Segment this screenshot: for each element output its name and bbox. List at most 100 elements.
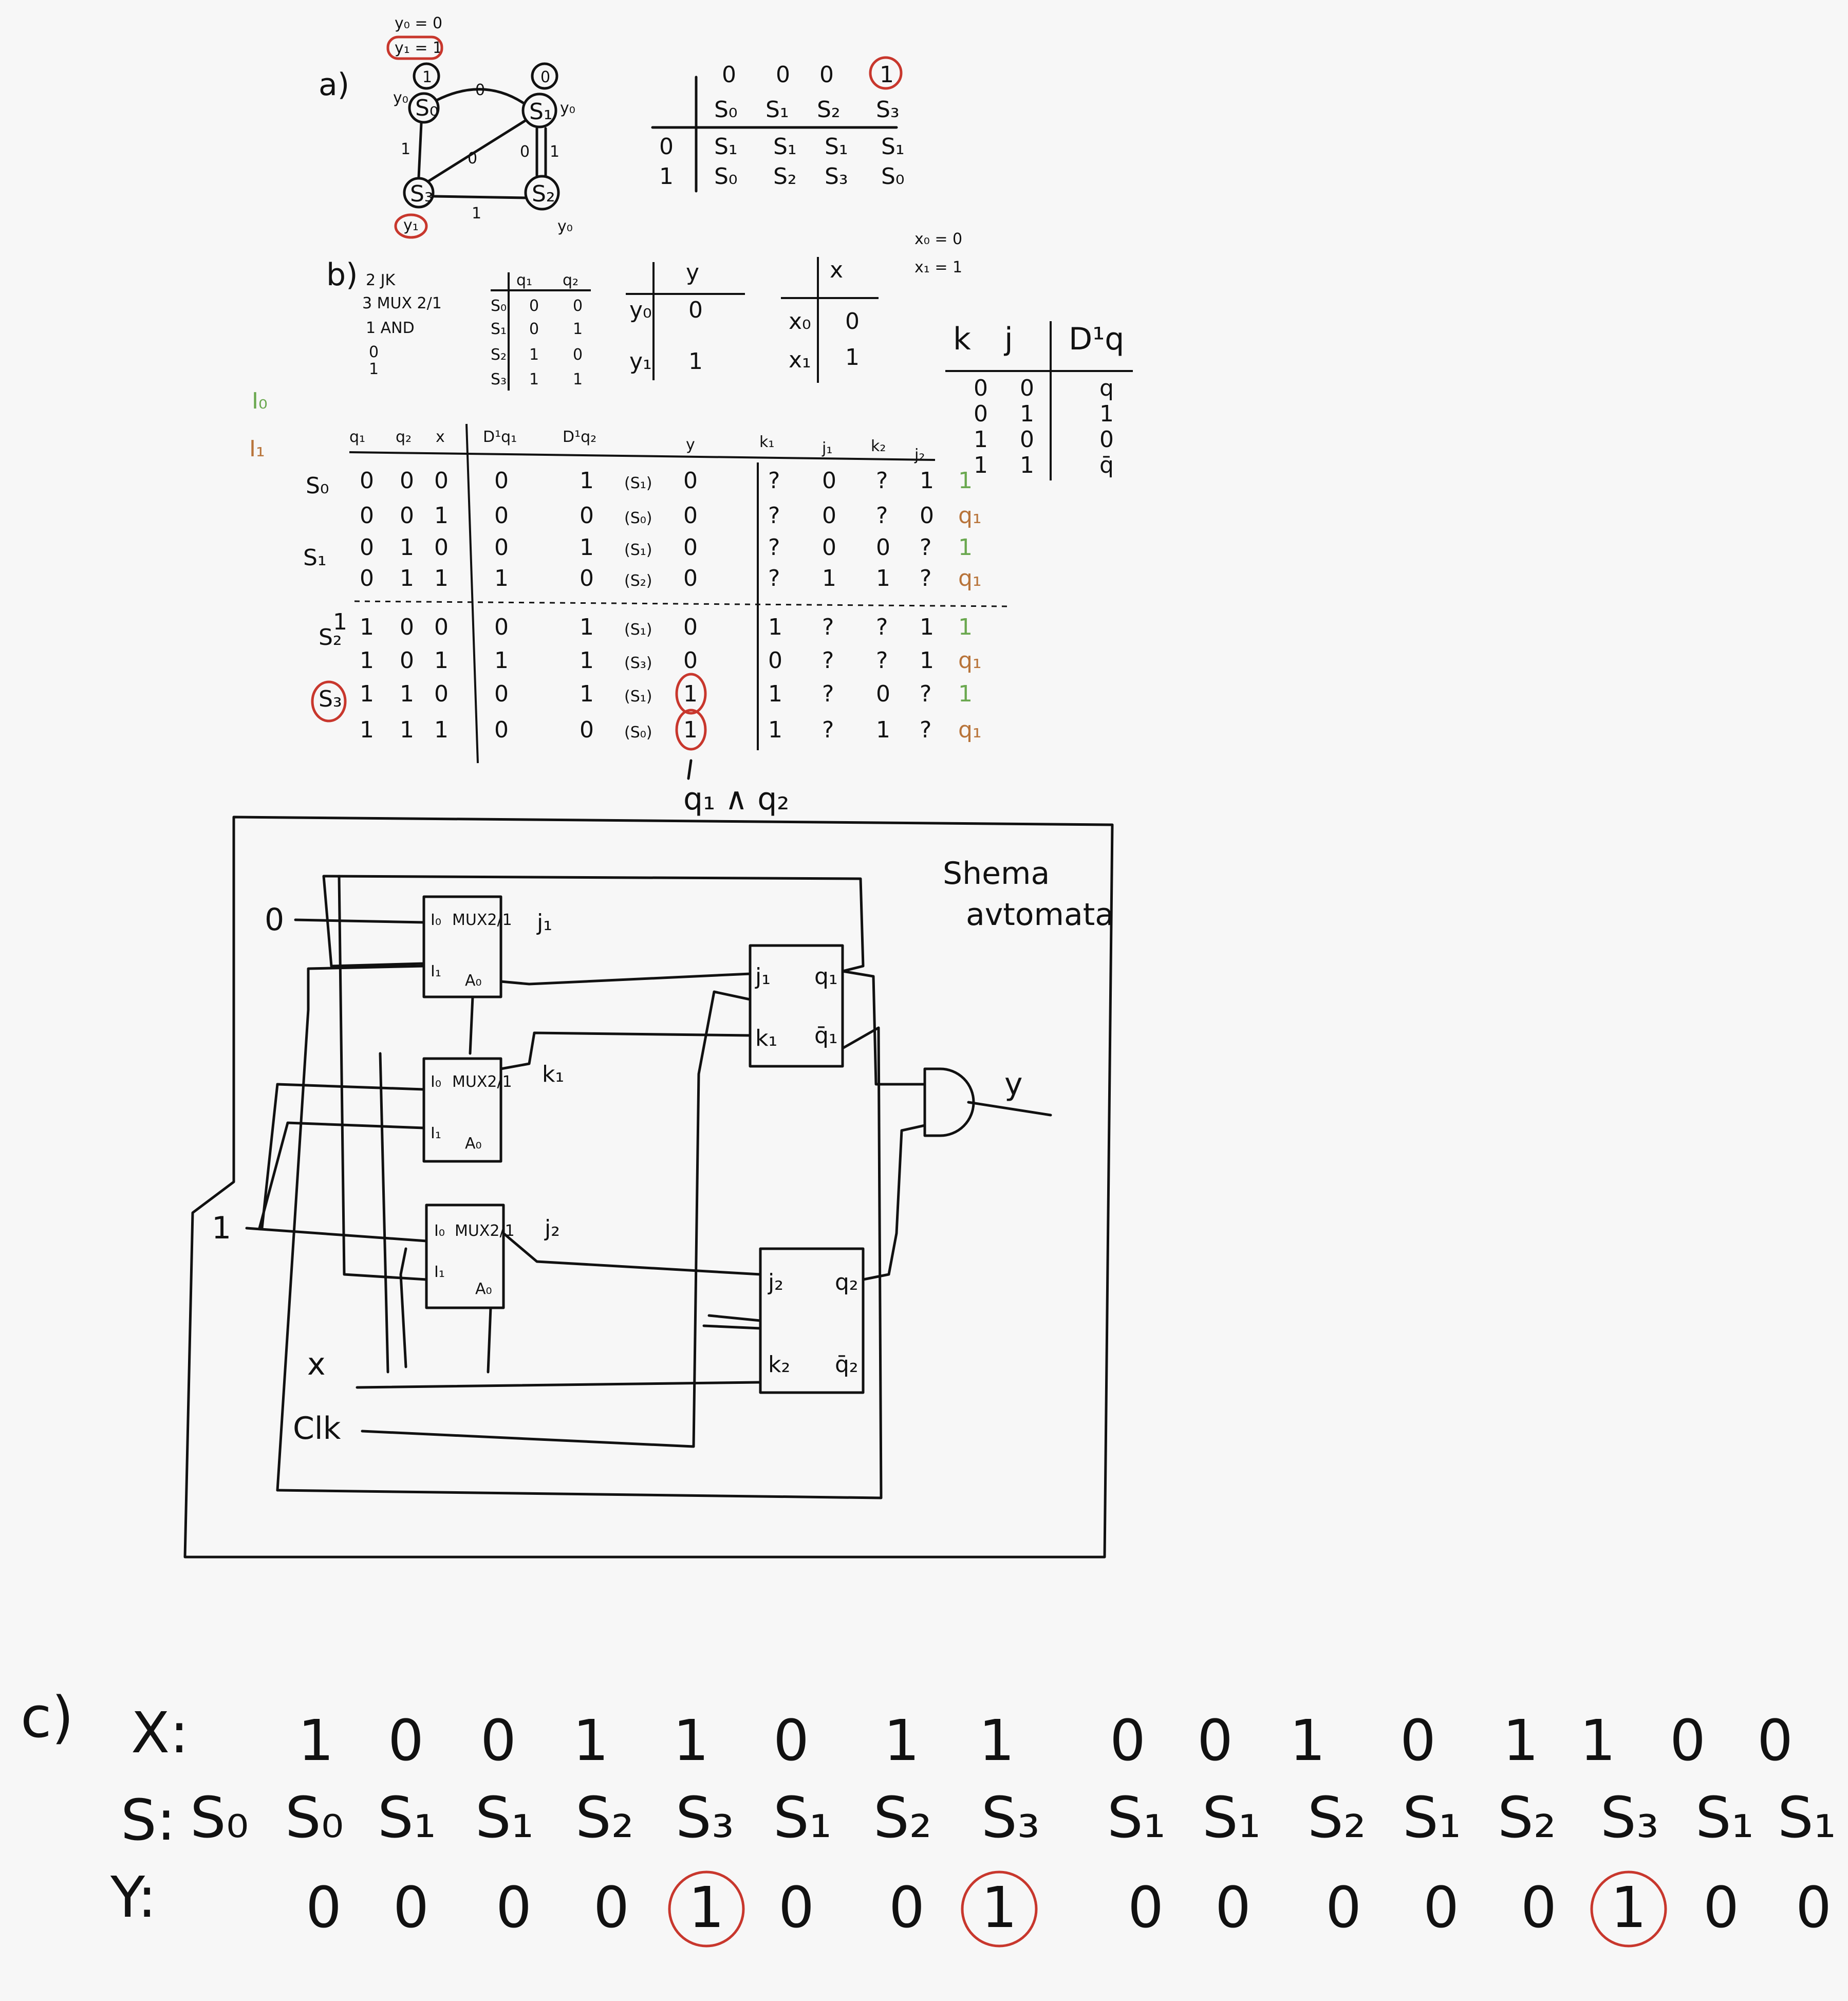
tt-row-q2: 0 (400, 647, 414, 674)
s-seq-item: S₂ (1308, 1785, 1366, 1850)
mux3-sel: A₀ (475, 1280, 492, 1298)
tt-row-q2: 1 (400, 681, 414, 707)
s-seq-item: S₁ (1107, 1785, 1166, 1850)
tt-row-y: 0 (683, 534, 698, 561)
state-s1-label: S₁ (529, 99, 553, 125)
x-seq-item: 0 (1400, 1708, 1436, 1773)
mux3-box (425, 1203, 505, 1309)
state-code-s3-q1: 1 (529, 370, 539, 388)
tt-row-q2: 1 (400, 565, 414, 591)
output-note-highlight (386, 35, 443, 60)
tt-header-x: x (436, 428, 445, 446)
edge-s2-s3-label: 1 (472, 205, 481, 223)
state-code-s3-q2: 1 (573, 370, 583, 388)
edge-s0-s1-label: 0 (475, 81, 485, 99)
tt-row-k1: ? (768, 468, 780, 494)
tt-row-note: q₁ (958, 503, 982, 529)
table-row0-input: 0 (659, 134, 674, 160)
y-seq-highlight (1590, 1870, 1667, 1948)
legend-i0: I₀ (252, 388, 268, 414)
table-output-s0: 0 (722, 62, 736, 88)
circuit-title-line2: avtomata (966, 897, 1114, 933)
jk-row1-d: 1 (1099, 401, 1114, 427)
mux2-sel: A₀ (465, 1135, 482, 1153)
state-s3-output-highlight (394, 213, 428, 239)
tt-row-k2: ? (876, 503, 888, 529)
y-code-y1-value: 1 (688, 348, 703, 375)
jk-header-dq: D¹q (1069, 321, 1124, 357)
tt-row-x: 1 (434, 503, 449, 529)
tt-row-q2: 1 (400, 534, 414, 561)
tt-header-dq1: D¹q₁ (483, 428, 517, 446)
tt-row-j1: ? (822, 681, 834, 707)
tt-row-x: 0 (434, 681, 449, 707)
state-encoding-table: q₁ q₂ S₀ 0 0 S₁ 0 1 S₂ 1 0 S₃ 1 1 (491, 271, 591, 391)
x-seq-item: 1 (298, 1708, 334, 1773)
tt-row-next-state: (S₁) (624, 621, 652, 639)
x-seq-item: 0 (388, 1708, 424, 1773)
x-seq-item: 0 (773, 1708, 809, 1773)
tt-row-note: 1 (958, 614, 973, 640)
tt-row-next-state: (S₀) (624, 724, 652, 742)
state-code-s0-q1: 0 (529, 297, 539, 315)
tt-row-next-state: (S₁) (624, 688, 652, 706)
x-code-x1-value: 1 (845, 344, 860, 370)
table-row1-s0: S₀ (714, 163, 738, 190)
tt-header-j1: j₁ (822, 439, 832, 457)
edge-s0-s1 (435, 88, 525, 104)
table-row1-s3: S₀ (881, 163, 905, 190)
table-row1-s1: S₂ (773, 163, 797, 190)
s0-self-loop-label: 1 (422, 68, 432, 86)
tt-row-y-highlight (675, 673, 707, 715)
tt-row-x: 1 (434, 717, 449, 743)
tt-k1-side-0: 1 (333, 609, 347, 635)
state-code-header-q2: q₂ (563, 271, 578, 289)
edge-s3-s0 (417, 122, 423, 179)
y-row-label: Y: (110, 1864, 157, 1930)
mux3-out-label: j₂ (544, 1215, 560, 1242)
mux1-box (422, 895, 502, 998)
y-seq-item: 0 (1796, 1875, 1832, 1940)
circuit-frame (183, 816, 1114, 1559)
jk-row0-j: 0 (1020, 375, 1034, 401)
x-seq-item: 1 (1290, 1708, 1326, 1773)
tt-row-j2: ? (920, 534, 931, 561)
s-seq-item: S₂ (1498, 1785, 1556, 1850)
state-s1-output: y₀ (560, 99, 575, 117)
tt-row-y-highlight (675, 709, 707, 751)
tt-row-d2: 0 (580, 717, 594, 743)
y-code-y0-value: 0 (688, 297, 703, 323)
state-s3-label: S₃ (410, 181, 434, 207)
jk-flipflop-1 (749, 944, 844, 1068)
y-seq-item: 0 (1521, 1875, 1557, 1940)
tt-row-j1: 0 (822, 503, 836, 529)
table-output-s1: 0 (776, 62, 790, 88)
jk-row1-k: 0 (974, 401, 988, 427)
tt-row-q1: 0 (360, 565, 374, 591)
edge-s1-s2-label: 1 (550, 143, 559, 161)
tt-row-j2: 1 (920, 647, 934, 674)
state-code-header-q1: q₁ (516, 271, 532, 289)
jk-row0-k: 0 (974, 375, 988, 401)
x-seq-item: 1 (884, 1708, 920, 1773)
s-seq-item: S₁ (1695, 1785, 1754, 1850)
y-seq-item: 0 (1703, 1875, 1739, 1940)
ff1-q: q₁ (814, 964, 838, 990)
y-formula: q₁ ∧ q₂ (683, 781, 789, 817)
tt-row-x: 0 (434, 614, 449, 640)
jk-rows: 0 0 q 0 1 1 1 0 0 1 1 q̄ (974, 375, 1114, 478)
circuit-title-line1: Shema (943, 856, 1050, 892)
state-s0-label: S₀ (415, 95, 439, 121)
mux2-out-label: k₁ (542, 1061, 564, 1087)
edge-s2-s3 (433, 195, 527, 199)
x-seq-item: 0 (1197, 1708, 1233, 1773)
s-seq-item: S₀ (190, 1785, 249, 1850)
x-seq-item: 0 (480, 1708, 516, 1773)
x-note-x0: x₀ = 0 (914, 230, 962, 248)
tt-row-note: 1 (958, 681, 973, 707)
mux1-out-label: j₁ (536, 910, 552, 936)
tt-row-x: 0 (434, 534, 449, 561)
